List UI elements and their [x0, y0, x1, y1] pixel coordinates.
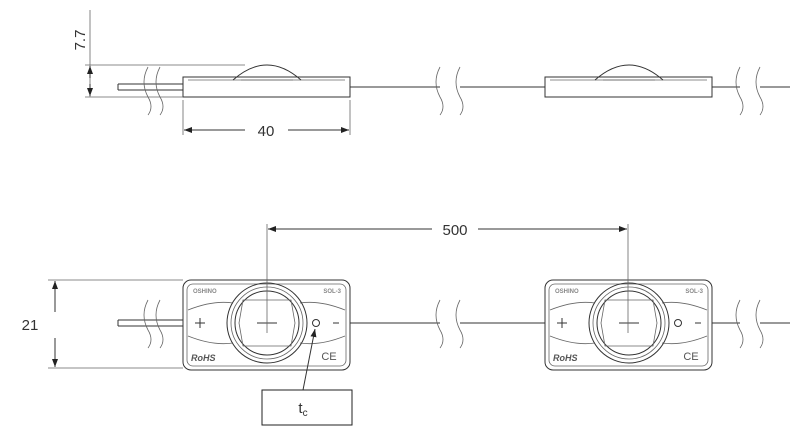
- module-side-1: [182, 64, 351, 98]
- module-top-1: OSHINO SOL-3 RoHS CE: [182, 279, 351, 371]
- model-label: SOL-3: [685, 289, 703, 295]
- model-label: SOL-3: [323, 289, 341, 295]
- top-view: OSHINO SOL-3 RoHS CE OSHINO SOL-3 RoHS C…: [22, 222, 790, 426]
- rohs-mark: RoHS: [191, 353, 216, 363]
- ce-mark: CE: [683, 351, 698, 363]
- side-view: 7.7 40: [72, 10, 790, 140]
- rohs-mark: RoHS: [553, 353, 578, 363]
- tc-label: tc: [298, 400, 307, 419]
- module-side-2: [544, 64, 713, 98]
- dimension-height: 7.7: [72, 30, 89, 51]
- dimension-pitch: 500: [442, 222, 467, 239]
- brand-label: OSHINO: [555, 289, 579, 295]
- ce-mark: CE: [321, 351, 336, 363]
- brand-label: OSHINO: [193, 289, 217, 295]
- dimension-width: 21: [22, 317, 39, 334]
- dimension-length: 40: [258, 123, 275, 140]
- callout-arrow: [302, 328, 317, 391]
- module-top-2: OSHINO SOL-3 RoHS CE: [544, 279, 713, 371]
- tc-callout-box: [261, 389, 353, 426]
